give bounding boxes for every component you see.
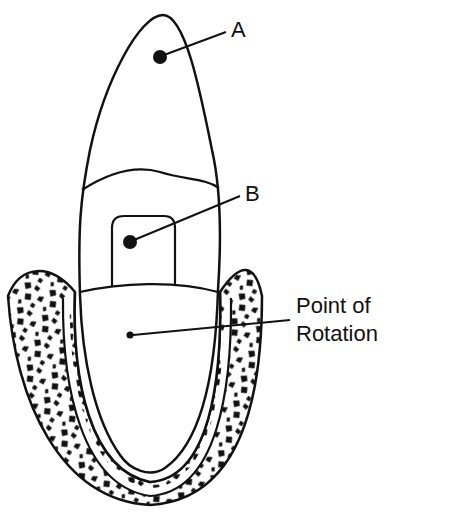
leader-line bbox=[164, 32, 226, 55]
enamel-junction bbox=[82, 169, 219, 190]
rotation-point bbox=[127, 332, 134, 339]
callout-label: Point of Rotation bbox=[296, 292, 436, 347]
point-a bbox=[153, 50, 167, 64]
point-b bbox=[123, 235, 137, 249]
leader-line bbox=[133, 320, 290, 335]
tooth-outline bbox=[79, 15, 220, 472]
callout-letter: A bbox=[231, 16, 246, 44]
callout-letter: B bbox=[245, 180, 260, 208]
leader-line bbox=[134, 196, 240, 240]
crest-line bbox=[80, 284, 218, 292]
